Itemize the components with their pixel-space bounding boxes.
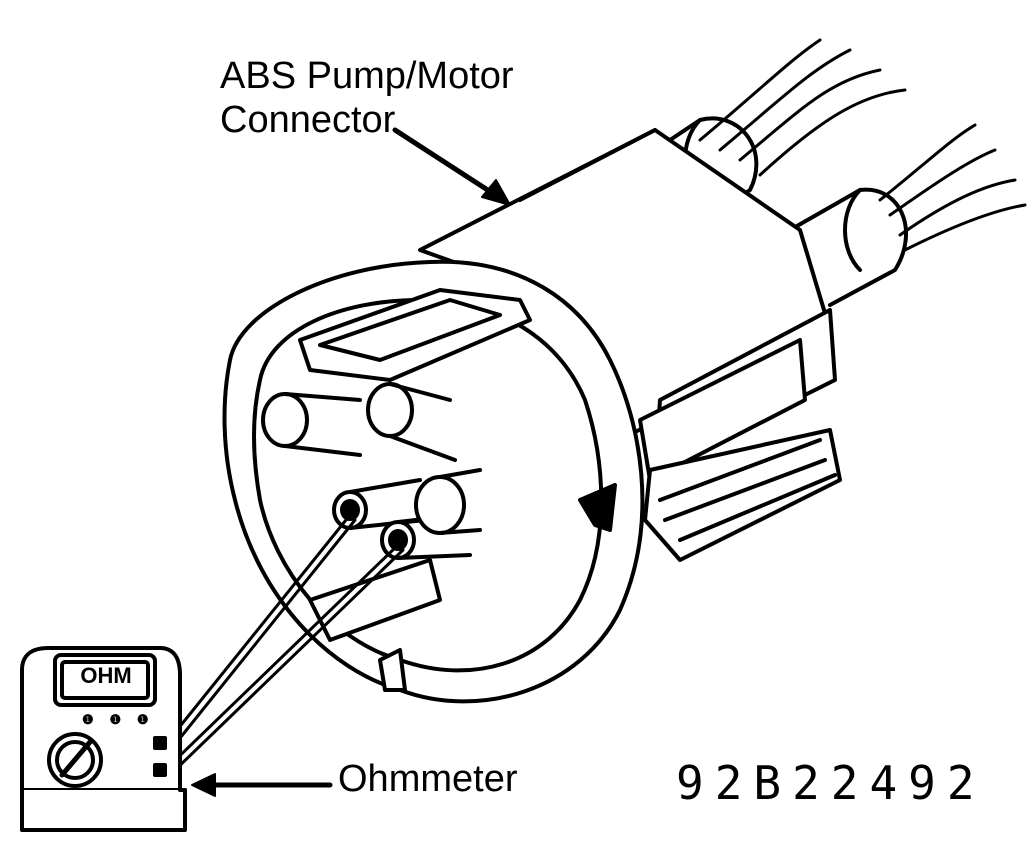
connector-label-line2: Connector bbox=[220, 99, 396, 141]
meter-range-text: ❶ ❶ ❶ bbox=[82, 713, 153, 728]
wire-harness bbox=[698, 38, 1027, 252]
connector-label-line1: ABS Pump/Motor bbox=[220, 55, 514, 97]
meter-display-text: OHM bbox=[80, 663, 132, 688]
connector-pins bbox=[261, 382, 482, 692]
ohmmeter-callout-label: Ohmmeter bbox=[338, 758, 518, 800]
test-leads bbox=[163, 513, 405, 775]
leader-arrows bbox=[191, 127, 511, 797]
figure-number: 92B22492 bbox=[676, 756, 986, 810]
ohmmeter bbox=[20, 646, 187, 832]
connector-body bbox=[418, 128, 842, 562]
connector-callout-label: ABS Pump/Motor Connector bbox=[220, 54, 514, 142]
